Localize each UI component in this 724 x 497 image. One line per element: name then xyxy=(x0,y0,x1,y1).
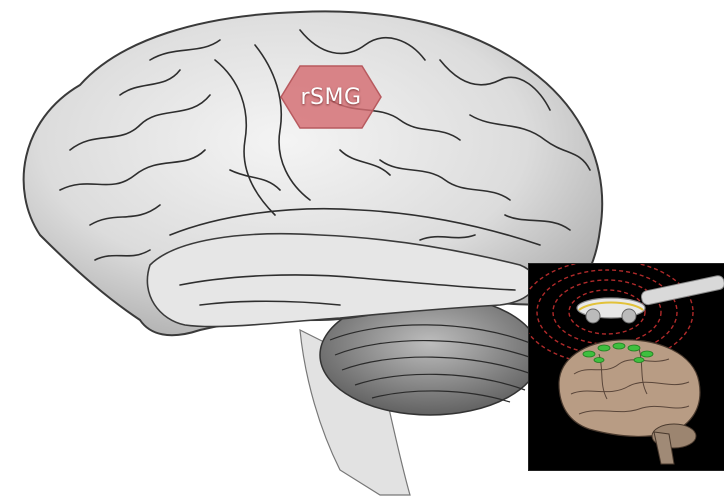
coil-handle xyxy=(640,275,724,306)
inset-brain xyxy=(559,340,700,437)
tms-diagram xyxy=(529,264,724,470)
rsmg-marker xyxy=(281,66,381,128)
tms-inset xyxy=(528,263,724,471)
